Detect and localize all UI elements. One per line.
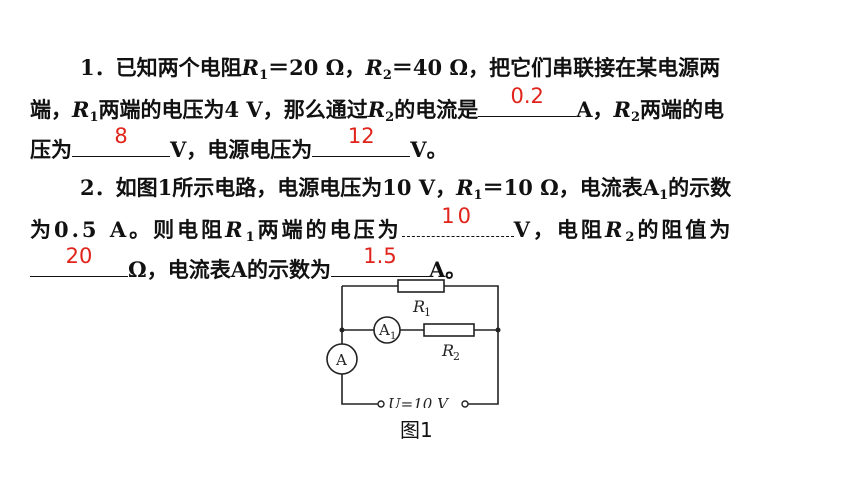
q1-answer-current: 0.2 bbox=[510, 84, 544, 108]
q2-blank-current-a[interactable]: 1.5 bbox=[331, 244, 429, 277]
resistor-r2 bbox=[423, 323, 475, 337]
source-terminal-right bbox=[461, 400, 469, 408]
q1-answer-source-voltage: 12 bbox=[347, 124, 375, 148]
source-terminal-left bbox=[377, 400, 385, 408]
q1-blank-voltage-r2[interactable]: 8 bbox=[72, 124, 170, 157]
q1-blank-current[interactable]: 0.2 bbox=[478, 84, 577, 117]
svg-text:1: 1 bbox=[390, 331, 396, 342]
q2-blank-voltage-r1[interactable]: 10 bbox=[401, 204, 514, 237]
q2-blank-resistance-r2[interactable]: 20 bbox=[30, 244, 128, 277]
q2-answer-resistance-r2: 20 bbox=[65, 244, 93, 268]
label-source: U=10 V bbox=[388, 395, 450, 408]
label-r2: R bbox=[441, 341, 454, 360]
ammeter-a bbox=[326, 343, 358, 375]
q2-number: 2． bbox=[80, 175, 116, 200]
resistor-r1 bbox=[397, 279, 445, 293]
svg-text:1: 1 bbox=[424, 306, 431, 319]
q1-blank-source-voltage[interactable]: 12 bbox=[312, 124, 411, 157]
q1-answer-voltage-r2: 8 bbox=[114, 124, 128, 148]
q1-number: 1． bbox=[80, 55, 116, 80]
figure-caption: 图1 bbox=[400, 418, 433, 442]
label-r1: R bbox=[412, 297, 425, 316]
label-a: A bbox=[335, 351, 347, 369]
label-a1: A bbox=[378, 321, 390, 339]
ammeter-a1 bbox=[373, 316, 401, 344]
wire-left-lower bbox=[341, 374, 378, 405]
junction-left bbox=[339, 327, 345, 333]
q2-answer-current-a: 1.5 bbox=[363, 244, 397, 268]
circuit-diagram: R 1 R 2 A 1 A U=10 V bbox=[326, 279, 501, 408]
q2-line1: 2．如图1所示电路，电源电压为10 V，R1＝10 Ω，电流表A1的示数 bbox=[80, 175, 732, 203]
q2-answer-voltage-r1: 10 bbox=[441, 204, 474, 228]
q1-line1: 1．已知两个电阻R1＝20 Ω，R2＝40 Ω，把它们串联接在某电源两 bbox=[80, 55, 721, 83]
junction-right bbox=[495, 327, 501, 333]
svg-text:2: 2 bbox=[453, 350, 460, 363]
